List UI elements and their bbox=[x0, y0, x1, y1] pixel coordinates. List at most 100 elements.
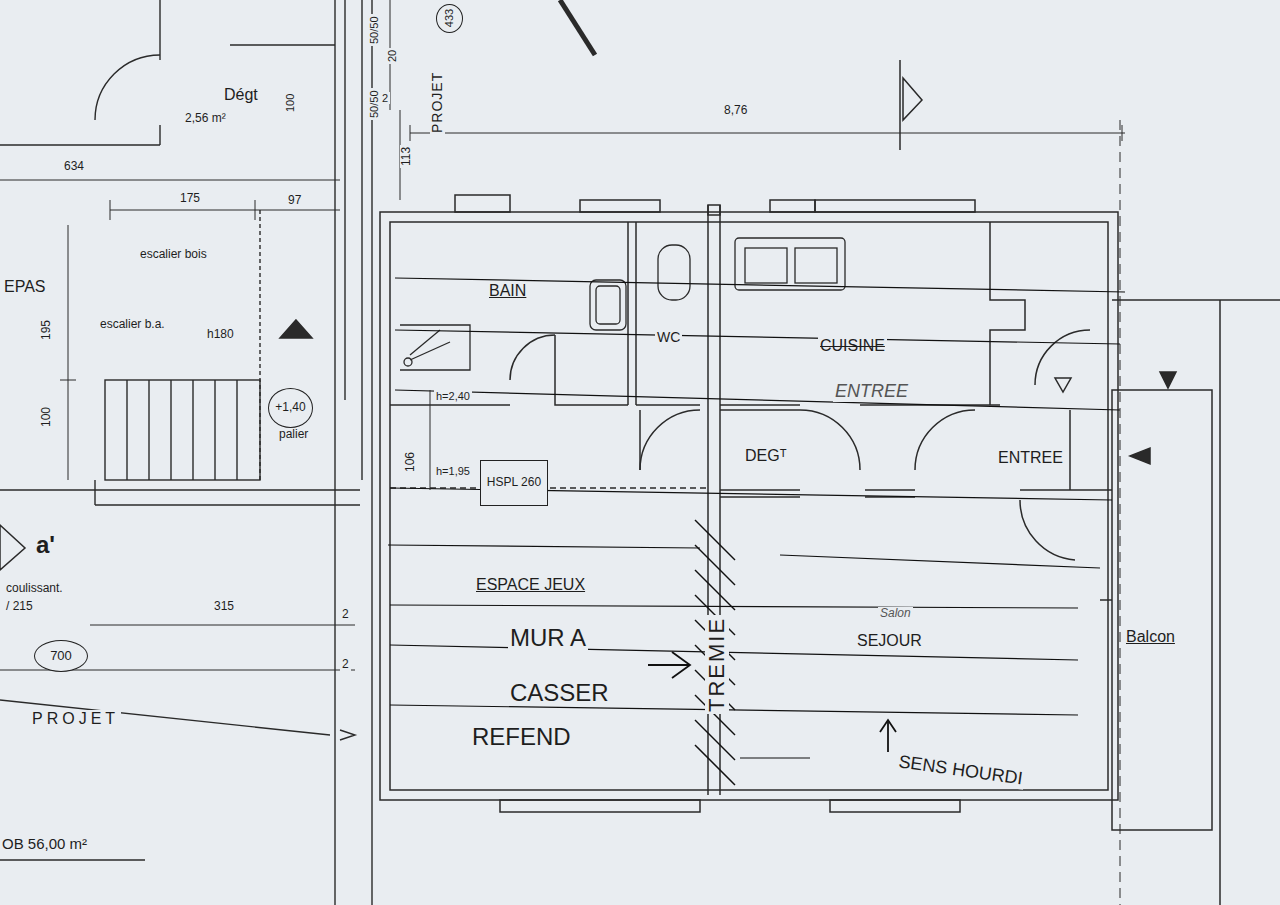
plan-walls-part bbox=[554, 335, 556, 380]
plan-label: 97 bbox=[286, 194, 303, 207]
plan-label: palier bbox=[277, 428, 310, 441]
annotation-arrows-part bbox=[672, 652, 690, 678]
plan-label: h=2,40 bbox=[434, 390, 472, 402]
plan-label: 195 bbox=[40, 318, 53, 342]
node-text: HSPL 260 bbox=[487, 476, 541, 489]
wall-hatching-part bbox=[695, 545, 735, 585]
plan-walls-part bbox=[1219, 300, 1221, 905]
plan-walls-part bbox=[455, 195, 510, 212]
plan-walls-part bbox=[770, 200, 815, 212]
symbols-part bbox=[280, 320, 312, 338]
plan-walls-part bbox=[380, 212, 1118, 800]
adjacent-plan-part bbox=[371, 0, 372, 905]
symbols bbox=[0, 0, 1176, 570]
plan-label: 50/50 bbox=[368, 88, 380, 120]
plan-label: 100 bbox=[284, 92, 296, 114]
dimension-lines-part bbox=[255, 200, 256, 220]
plan-walls-part bbox=[720, 404, 800, 406]
adjacent-plan-part bbox=[105, 380, 260, 480]
fixtures-part bbox=[795, 248, 837, 283]
plan-walls-part bbox=[640, 410, 700, 470]
adjacent-plan-part bbox=[126, 380, 127, 480]
dimension-lines-part bbox=[90, 625, 355, 626]
symbols-part bbox=[899, 60, 901, 150]
plan-label: coulissant. bbox=[4, 582, 65, 595]
hourdi-lines-part bbox=[388, 545, 700, 548]
adjacent-plan-part bbox=[148, 380, 149, 480]
callout-circle: +1,40 bbox=[268, 388, 313, 428]
symbols-part bbox=[0, 525, 25, 570]
dimension-lines-part bbox=[68, 225, 69, 480]
plan-label: CUISINE bbox=[818, 337, 887, 355]
dimension-lines-part bbox=[60, 380, 76, 381]
plan-walls-part bbox=[915, 410, 975, 470]
plan-walls-part bbox=[830, 800, 960, 812]
plan-label: PROJET bbox=[30, 710, 121, 728]
annotation-arrows-part bbox=[648, 664, 690, 666]
hourdi-lines-part bbox=[740, 757, 810, 758]
symbols-part bbox=[1160, 372, 1176, 388]
node-text: 433 bbox=[443, 9, 455, 27]
wall-hatching-part bbox=[695, 720, 735, 760]
adjacent-plan-part bbox=[334, 0, 335, 905]
dimension-lines-part bbox=[410, 125, 411, 141]
plan-label: WC bbox=[655, 330, 682, 345]
annotation-arrows-part bbox=[880, 720, 896, 732]
plan-walls-part bbox=[500, 800, 700, 812]
plan-label: h=1,95 bbox=[434, 465, 472, 477]
plan-label: 20 bbox=[386, 48, 398, 64]
adjacent-plan-part bbox=[159, 0, 160, 60]
adjacent-plan-part bbox=[0, 700, 330, 735]
height-box: HSPL 260 bbox=[480, 460, 548, 506]
fixtures-part bbox=[410, 330, 440, 355]
wall-hatching-part bbox=[695, 570, 735, 610]
wall-hatching-part bbox=[695, 745, 735, 785]
plan-label: 50/50 bbox=[368, 14, 380, 46]
plan-label: BAIN bbox=[487, 282, 528, 300]
adjacent-plan-part bbox=[192, 380, 193, 480]
dimension-lines-part bbox=[1120, 120, 1121, 905]
plan-label: CASSER bbox=[508, 680, 611, 706]
fixtures-part bbox=[590, 280, 626, 330]
dimension-lines bbox=[0, 0, 1125, 905]
plan-label: SEJOUR bbox=[855, 632, 924, 650]
plan-label: 2 bbox=[380, 92, 390, 104]
fixtures-part bbox=[596, 286, 620, 324]
fixtures-part bbox=[658, 245, 690, 300]
wall-hatching bbox=[695, 520, 735, 785]
adjacent-plan-part bbox=[170, 380, 171, 480]
plan-walls-part bbox=[708, 205, 720, 215]
plan-label: 2 bbox=[340, 608, 351, 621]
plan-label: TREMIE bbox=[705, 615, 729, 714]
node-text: 700 bbox=[50, 649, 72, 663]
fixtures bbox=[400, 238, 845, 370]
symbols-part bbox=[903, 78, 922, 120]
plan-label: a' bbox=[34, 532, 57, 558]
adjacent-plan-part bbox=[236, 380, 237, 480]
symbols-part bbox=[1130, 448, 1150, 464]
plan-label: 8,76 bbox=[722, 104, 749, 117]
plan-label: Dégt bbox=[222, 86, 260, 104]
plan-label: REFEND bbox=[470, 724, 573, 750]
node-text: +1,40 bbox=[275, 401, 305, 414]
dimension-lines-part bbox=[1122, 125, 1123, 141]
hourdi-lines-part bbox=[395, 390, 1120, 410]
adjacent-plan-part bbox=[0, 489, 360, 490]
callout-circle: 700 bbox=[34, 640, 88, 672]
dimension-lines-part bbox=[110, 210, 340, 211]
fixtures-part bbox=[410, 342, 450, 360]
adjacent-plan-part bbox=[259, 210, 260, 480]
plan-walls-part bbox=[1020, 489, 1112, 491]
plan-label: Balcon bbox=[1124, 628, 1177, 646]
plan-label: 634 bbox=[62, 160, 86, 173]
dimension-lines-part bbox=[430, 390, 431, 490]
plan-walls-part bbox=[1112, 299, 1280, 301]
adjacent-plan-part bbox=[340, 730, 355, 740]
plan-walls-part bbox=[510, 335, 555, 380]
plan-walls-part bbox=[865, 489, 915, 491]
symbols-part bbox=[1055, 378, 1071, 392]
adjacent-plan-part bbox=[344, 0, 345, 400]
plan-label: MUR A bbox=[508, 625, 588, 651]
